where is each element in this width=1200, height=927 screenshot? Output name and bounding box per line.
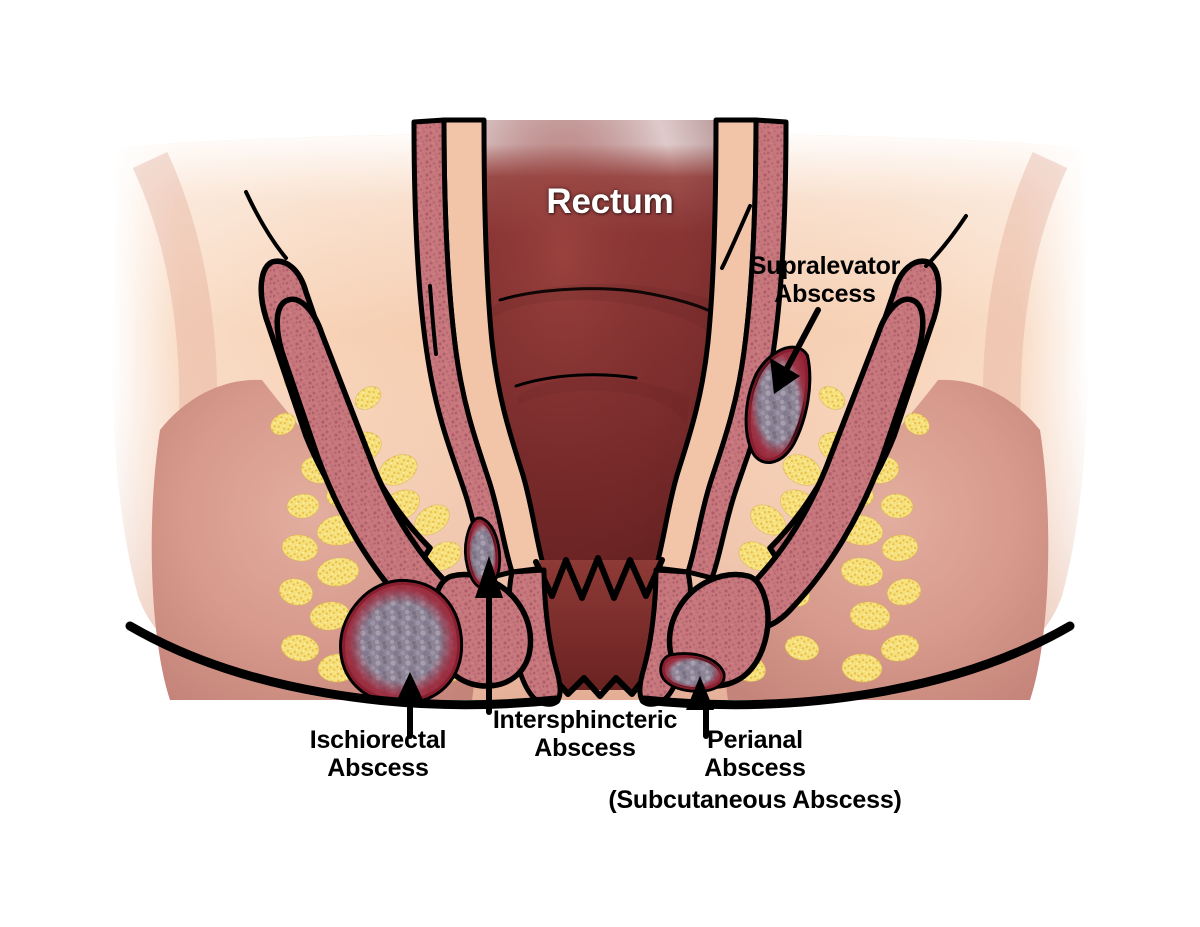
leader-line-right-outer bbox=[924, 214, 968, 268]
leader-line-left-upper bbox=[244, 190, 288, 260]
dentate-line bbox=[533, 555, 665, 601]
arrow-perianal bbox=[686, 676, 714, 739]
label-perianal-abscess: Perianal Abscess bbox=[704, 726, 806, 782]
label-perianal-abscess-alt: (Subcutaneous Abscess) bbox=[608, 786, 902, 814]
rectal-valve-upper bbox=[498, 287, 714, 314]
anal-verge-line bbox=[549, 673, 649, 699]
arrow-supralevator bbox=[770, 307, 821, 394]
abscess-perianal bbox=[659, 652, 726, 693]
label-supralevator-abscess: Supralevator Abscess bbox=[749, 252, 901, 308]
label-ischiorectal-abscess: Ischiorectal Abscess bbox=[309, 726, 447, 782]
leader-line-right-upper bbox=[720, 204, 752, 270]
rectum-lumen bbox=[484, 120, 716, 560]
abscess-ischiorectal bbox=[339, 578, 464, 706]
label-rectum: Rectum bbox=[546, 182, 674, 221]
rectal-valve-lower bbox=[514, 373, 638, 388]
arrow-ischiorectal bbox=[396, 672, 424, 739]
leader-line-center-upper bbox=[428, 284, 438, 356]
label-intersphincteric-abscess: Intersphincteric Abscess bbox=[492, 706, 678, 762]
arrow-intersphincteric bbox=[475, 556, 503, 715]
anal-canal bbox=[533, 555, 665, 699]
